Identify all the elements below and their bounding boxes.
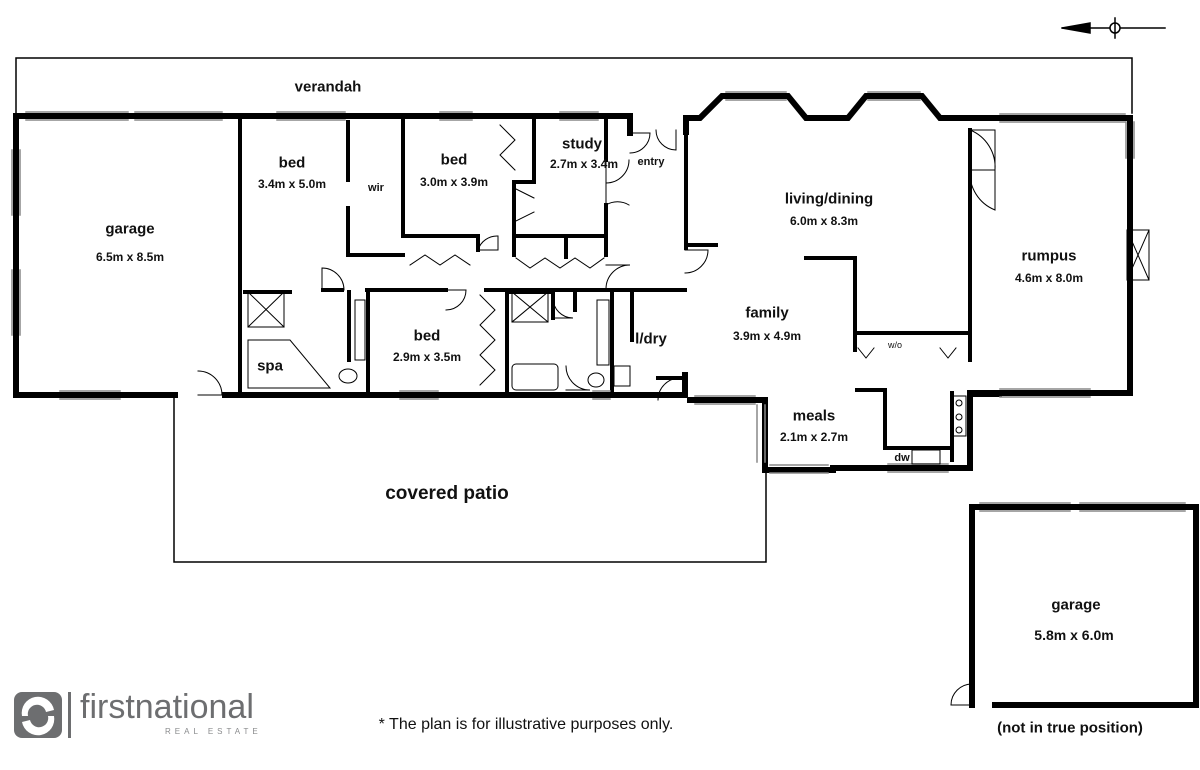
wo-label: w/o — [887, 340, 903, 350]
logo-mark — [14, 692, 71, 738]
bed2-name: bed — [440, 151, 468, 169]
verandah-outline — [15, 57, 1133, 114]
bed1-dims: 3.4m x 5.0m — [257, 177, 327, 191]
wir-label: wir — [368, 182, 384, 194]
fixtures — [247, 229, 1150, 465]
bed2-dims: 3.0m x 3.9m — [419, 175, 489, 189]
dw-label: dw — [894, 452, 910, 464]
family-name: family — [745, 304, 789, 322]
rumpus-dims: 4.6m x 8.0m — [1014, 271, 1084, 285]
verandah-label: verandah — [294, 78, 362, 96]
doors — [197, 124, 996, 706]
logo-tagline: REAL ESTATE — [165, 727, 262, 736]
study-name: study — [561, 135, 603, 153]
garage-detached-dims: 5.8m x 6.0m — [1034, 627, 1114, 643]
garage-main-name: garage — [105, 220, 155, 238]
rumpus-name: rumpus — [1021, 247, 1077, 265]
living-dims: 6.0m x 8.3m — [789, 214, 859, 228]
not-true-position-note: (not in true position) — [997, 719, 1143, 737]
meals-name: meals — [792, 407, 836, 425]
windows — [11, 91, 1186, 512]
garage-main-dims: 6.5m x 8.5m — [95, 250, 165, 264]
detached-garage-walls — [969, 504, 1199, 708]
bed3-dims: 2.9m x 3.5m — [392, 350, 462, 364]
bed1-name: bed — [278, 154, 306, 172]
patio-outline — [173, 397, 767, 563]
disclaimer: * The plan is for illustrative purposes … — [378, 716, 674, 733]
spa-label: spa — [257, 357, 283, 375]
logo-wordmark: firstnational — [80, 688, 254, 726]
exterior-walls — [13, 93, 1133, 473]
garage-detached-name: garage — [1051, 596, 1101, 614]
interior-walls — [238, 116, 1002, 462]
compass-arrow — [1061, 17, 1166, 39]
family-dims: 3.9m x 4.9m — [732, 329, 802, 343]
patio-label: covered patio — [385, 483, 509, 504]
meals-dims: 2.1m x 2.7m — [779, 430, 849, 444]
bed3-name: bed — [413, 327, 441, 345]
laundry-label: l/dry — [635, 330, 667, 348]
living-name: living/dining — [784, 190, 874, 208]
study-dims: 2.7m x 3.4m — [549, 157, 619, 171]
entry-label: entry — [637, 156, 665, 168]
